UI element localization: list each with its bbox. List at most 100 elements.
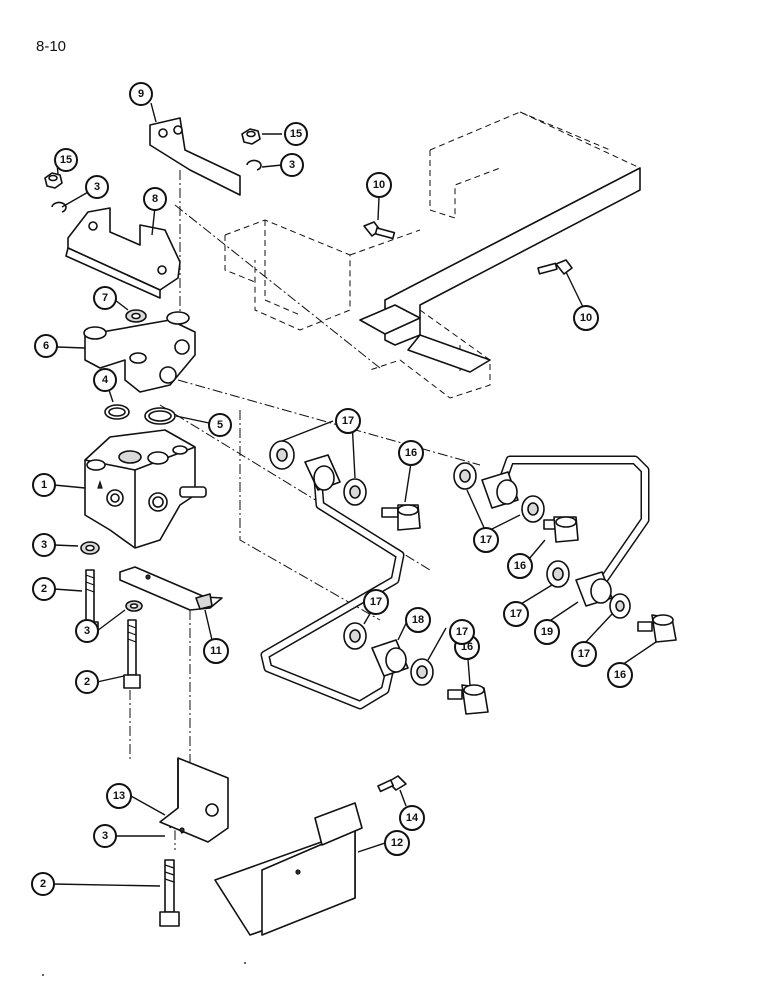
callout-16: 16 <box>607 662 633 688</box>
tube-part-19 <box>481 455 650 607</box>
callout-3-label: 3 <box>102 830 108 842</box>
callout-9: 9 <box>129 82 153 106</box>
frame-rail <box>359 167 641 373</box>
page-number: 8-10 <box>36 38 67 55</box>
callout-19: 19 <box>534 619 560 645</box>
plate-part-11 <box>119 566 223 611</box>
sealing-washer-part-17-b <box>343 478 367 506</box>
callout-1: 1 <box>32 473 56 497</box>
tube-part-18 <box>260 454 409 710</box>
bracket-part-9 <box>149 117 241 196</box>
callout-15-label: 15 <box>60 154 72 166</box>
callout-17-label: 17 <box>510 608 522 620</box>
callout-14-label: 14 <box>406 812 419 824</box>
washer-part-3-top-right <box>246 159 262 171</box>
nut-part-15-right <box>241 128 261 145</box>
o-ring-part-5 <box>144 407 176 425</box>
callout-12-label: 12 <box>391 837 403 849</box>
callout-13-label: 13 <box>113 790 125 802</box>
callout-3: 3 <box>75 619 99 643</box>
sealing-washer-part-17-h <box>410 658 434 686</box>
callout-3: 3 <box>93 824 117 848</box>
washer-part-3-lower <box>125 600 143 612</box>
alignment-lines <box>129 170 481 850</box>
callout-3-label: 3 <box>84 625 90 637</box>
callout-3-label: 3 <box>289 159 295 171</box>
callout-3-label: 3 <box>94 181 100 193</box>
callout-11-label: 11 <box>210 645 222 657</box>
sealing-washer-part-17-g <box>343 622 367 650</box>
callout-10-label: 10 <box>580 312 592 324</box>
bolt-part-10-lower <box>537 259 573 275</box>
sealing-washer-part-17-f <box>609 593 631 619</box>
callout-2: 2 <box>32 577 56 601</box>
callout-5: 5 <box>208 413 232 437</box>
callout-17: 17 <box>335 408 361 434</box>
sealing-washer-part-17-a <box>269 440 295 470</box>
callout-7: 7 <box>93 286 117 310</box>
callout-16: 16 <box>507 553 533 579</box>
callout-3: 3 <box>32 533 56 557</box>
washer-part-7 <box>125 309 147 323</box>
callout-15-label: 15 <box>290 128 302 140</box>
washer-part-3-top-left <box>51 201 67 213</box>
callout-17-label: 17 <box>370 596 382 608</box>
nut-part-15-left <box>44 172 63 189</box>
callout-19-label: 19 <box>541 626 553 638</box>
callout-10: 10 <box>366 172 392 198</box>
callout-8: 8 <box>143 187 167 211</box>
callout-15: 15 <box>284 122 308 146</box>
callout-2-label: 2 <box>41 583 47 595</box>
callout-17: 17 <box>473 527 499 553</box>
washer-part-3-mid <box>80 541 100 555</box>
callout-11: 11 <box>203 638 229 664</box>
bolt-part-14 <box>377 775 407 793</box>
valve-body-part-1 <box>84 429 207 549</box>
callout-16-label: 16 <box>614 669 626 681</box>
callout-17: 17 <box>363 589 389 615</box>
callout-17-label: 17 <box>342 415 354 427</box>
banjo-bolt-part-16-b <box>543 516 579 543</box>
sealing-washer-part-17-d <box>521 495 545 523</box>
sealing-washer-part-17-e <box>546 560 570 588</box>
callout-13: 13 <box>106 783 132 809</box>
callout-7-label: 7 <box>102 292 108 304</box>
scan-specks <box>42 962 246 976</box>
callout-16-label: 16 <box>405 447 417 459</box>
callout-1-label: 1 <box>41 479 47 491</box>
sealing-washer-part-17-c <box>453 462 477 490</box>
bolt-part-10-upper <box>363 221 396 240</box>
callout-18-label: 18 <box>412 614 424 626</box>
callout-15: 15 <box>54 148 78 172</box>
callout-9-label: 9 <box>138 88 144 100</box>
callout-6-label: 6 <box>43 340 49 352</box>
callout-3: 3 <box>85 175 109 199</box>
bracket-part-13 <box>159 757 229 843</box>
callout-17-label: 17 <box>456 626 468 638</box>
bracket-part-8 <box>65 207 181 299</box>
callout-5-label: 5 <box>217 419 223 431</box>
bolt-part-2-bottom <box>159 859 180 927</box>
o-ring-part-4 <box>104 404 130 420</box>
callout-18: 18 <box>405 607 431 633</box>
manifold-part-6 <box>83 311 196 393</box>
callout-6: 6 <box>34 334 58 358</box>
callout-10-label: 10 <box>373 179 385 191</box>
callout-16: 16 <box>398 440 424 466</box>
callout-12: 12 <box>384 830 410 856</box>
callout-2: 2 <box>31 872 55 896</box>
callout-17: 17 <box>449 619 475 645</box>
callout-16-label: 16 <box>514 560 526 572</box>
callout-17: 17 <box>503 601 529 627</box>
cover-part-12 <box>214 802 363 936</box>
callout-3-label: 3 <box>41 539 47 551</box>
callout-8-label: 8 <box>152 193 158 205</box>
callout-17-label: 17 <box>480 534 492 546</box>
banjo-bolt-part-16-d <box>447 684 489 715</box>
callout-3: 3 <box>280 153 304 177</box>
callout-17: 17 <box>571 641 597 667</box>
callout-14: 14 <box>399 805 425 831</box>
bolt-part-2-middle <box>123 619 141 689</box>
callout-4-label: 4 <box>102 374 109 386</box>
